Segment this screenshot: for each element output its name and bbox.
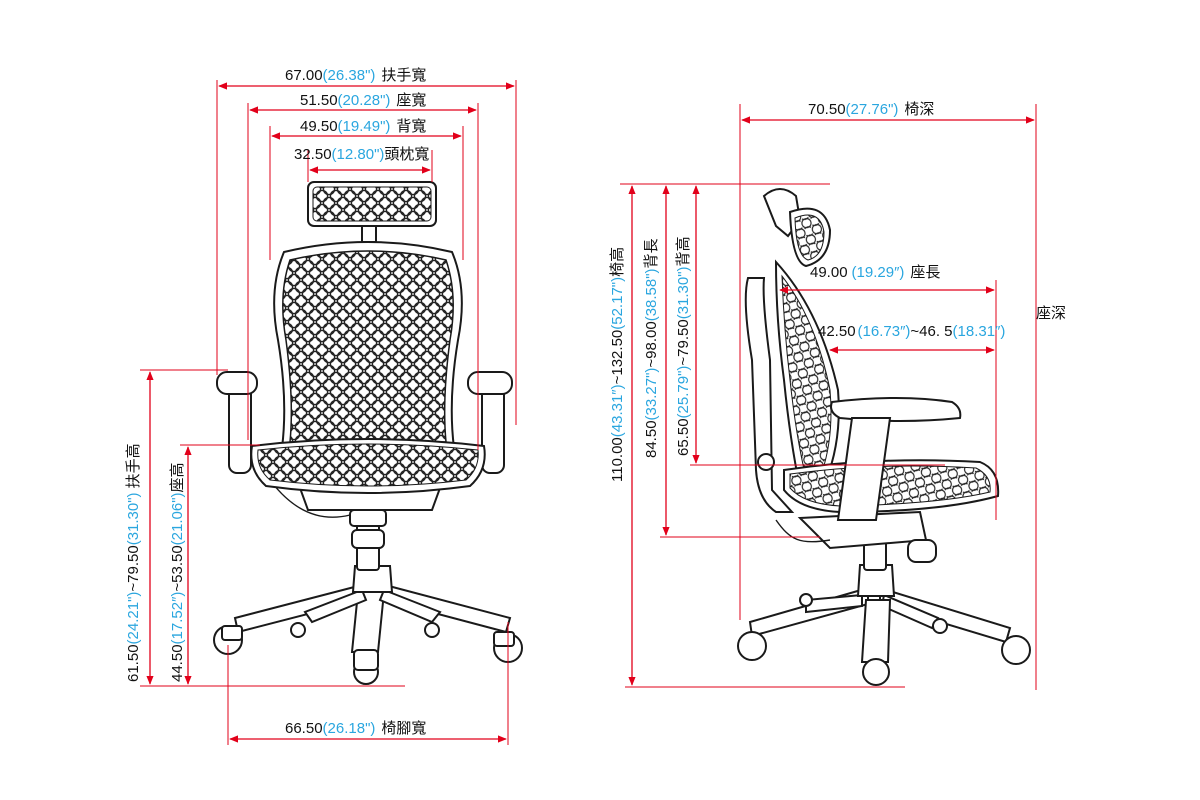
front-dimension-lines [140, 80, 517, 745]
base-width-label: 66.50(26.18")椅腳寬 [285, 719, 426, 737]
seat-depth-label: 42.50(16.73″)~46. 5(18.31″) [818, 323, 1005, 340]
chair-height-label: 110.00(43.31″)~132.50(52.17")椅高 [609, 247, 626, 482]
chair-depth-label: 70.50(27.76")椅深 [808, 101, 934, 118]
seat-length-label: 49.00(19.29″)座長 [810, 264, 940, 281]
seat-depth-title: 座深 [1036, 305, 1066, 322]
back-width-label: 49.50(19.49")背寬 [300, 117, 426, 135]
side-dimension-lines [620, 104, 1037, 690]
armrest-height-label: 61.50(24.21")~79.50(31.30")扶手高 [125, 443, 142, 682]
office-chair-front-icon [213, 181, 523, 685]
back-height-label: 65.50(25.79")~79.50(31.30")背高 [675, 236, 692, 456]
armrest-width-label: 67.00(26.38")扶手寬 [285, 66, 426, 84]
seat-height-label: 44.50(17.52″)~53.50(21.06")座高 [169, 462, 186, 682]
office-chair-side-icon [737, 188, 1031, 686]
back-length-label: 84.50(33.27")~98.00(38.58")背長 [643, 238, 660, 458]
headrest-width-label: 32.50(12.80")頭枕寬 [294, 145, 429, 163]
seat-width-label: 51.50(20.28")座寬 [300, 91, 426, 109]
